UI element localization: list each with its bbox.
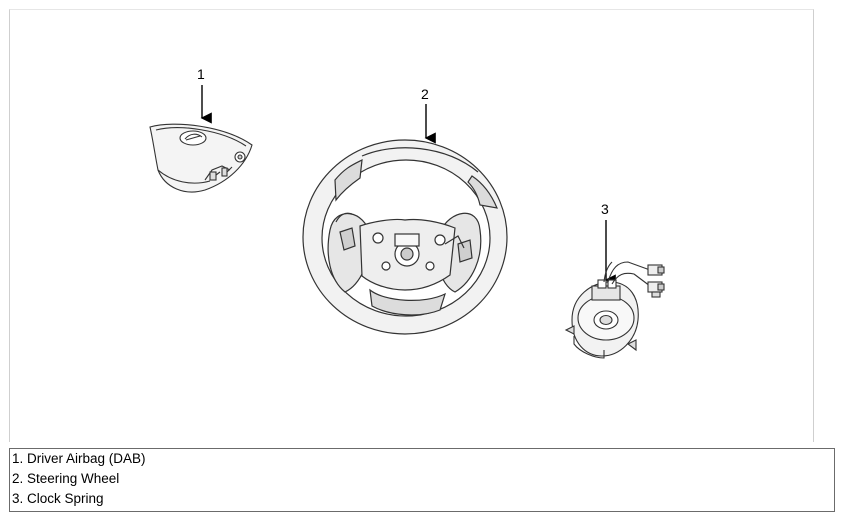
driver-airbag-illustration [149, 123, 253, 193]
steering-wheel-illustration [302, 139, 508, 335]
legend-item-driver-airbag: 1. Driver Airbag (DAB) [12, 451, 146, 466]
legend-row: 2. Steering Wheel [10, 469, 834, 489]
legend-row: 3. Clock Spring [10, 489, 834, 509]
callout-label-1: 1 [197, 66, 205, 82]
clock-spring-illustration [564, 261, 665, 359]
callout-label-2: 2 [421, 86, 429, 102]
legend-row: 1. Driver Airbag (DAB) [10, 449, 834, 469]
figure-frame [9, 9, 814, 442]
legend-table: 1. Driver Airbag (DAB) 2. Steering Wheel… [10, 449, 834, 509]
legend-box: 1. Driver Airbag (DAB) 2. Steering Wheel… [9, 448, 835, 512]
callout-label-3: 3 [601, 201, 609, 217]
legend-item-steering-wheel: 2. Steering Wheel [12, 471, 120, 486]
legend-item-clock-spring: 3. Clock Spring [12, 491, 104, 506]
exploded-diagram: 1 2 3 [149, 66, 665, 359]
